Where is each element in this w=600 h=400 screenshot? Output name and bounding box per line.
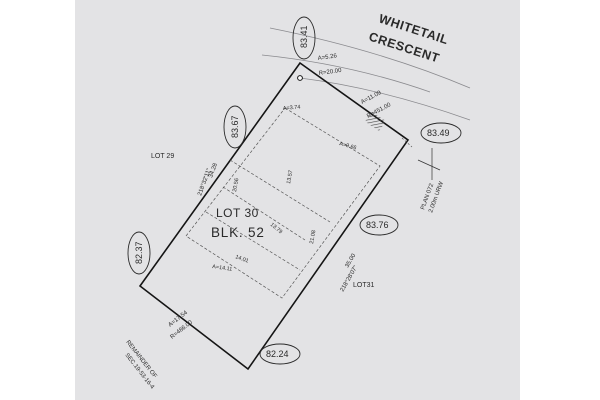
building-envelope [185, 107, 381, 299]
elevation-ellipse-w [223, 105, 247, 149]
arc-front-west-a: A=5.26 [317, 53, 337, 62]
west-length: 34.28 [208, 162, 219, 179]
elevation-ellipse-sw [127, 231, 151, 275]
building-bottom-width: 14.01 [234, 254, 249, 264]
block-label: BLK. 52 [211, 225, 265, 240]
building-a-north-left: A=3.74 [283, 104, 301, 112]
building-a-bottom: A=14.11 [212, 264, 233, 273]
survey-pin [297, 75, 303, 81]
elevation-sw: 82.37 [134, 241, 144, 264]
neighbor-lot-east: LOT31 [353, 282, 375, 289]
elevation-w: 83.67 [230, 115, 240, 138]
elevation-se: 82.24 [266, 349, 289, 359]
elevation-ellipse-ne [420, 122, 462, 144]
elevation-nw: 83.41 [299, 25, 309, 48]
elevation-ellipse-se [259, 343, 301, 365]
arc-front-west-r: R=20.00 [318, 68, 342, 77]
urw-tick [417, 159, 441, 171]
elevation-ellipse-e [359, 214, 399, 236]
building-inner-right: 21.08 [309, 230, 317, 245]
building-inner-left: 20.56 [232, 178, 240, 193]
hatch-marker [365, 111, 386, 132]
paper-background [75, 0, 520, 400]
neighbor-lot-west: LOT 29 [151, 153, 174, 160]
street-edges [261, 27, 471, 121]
elevation-e: 83.76 [366, 220, 389, 230]
lot-label: LOT 30 [216, 206, 259, 220]
building-inner-mid: 13.57 [286, 170, 294, 185]
building-a-north-right: A=9.66 [338, 141, 357, 151]
elevation-ne: 83.49 [427, 128, 450, 138]
elevation-ellipse-nw [292, 16, 316, 60]
